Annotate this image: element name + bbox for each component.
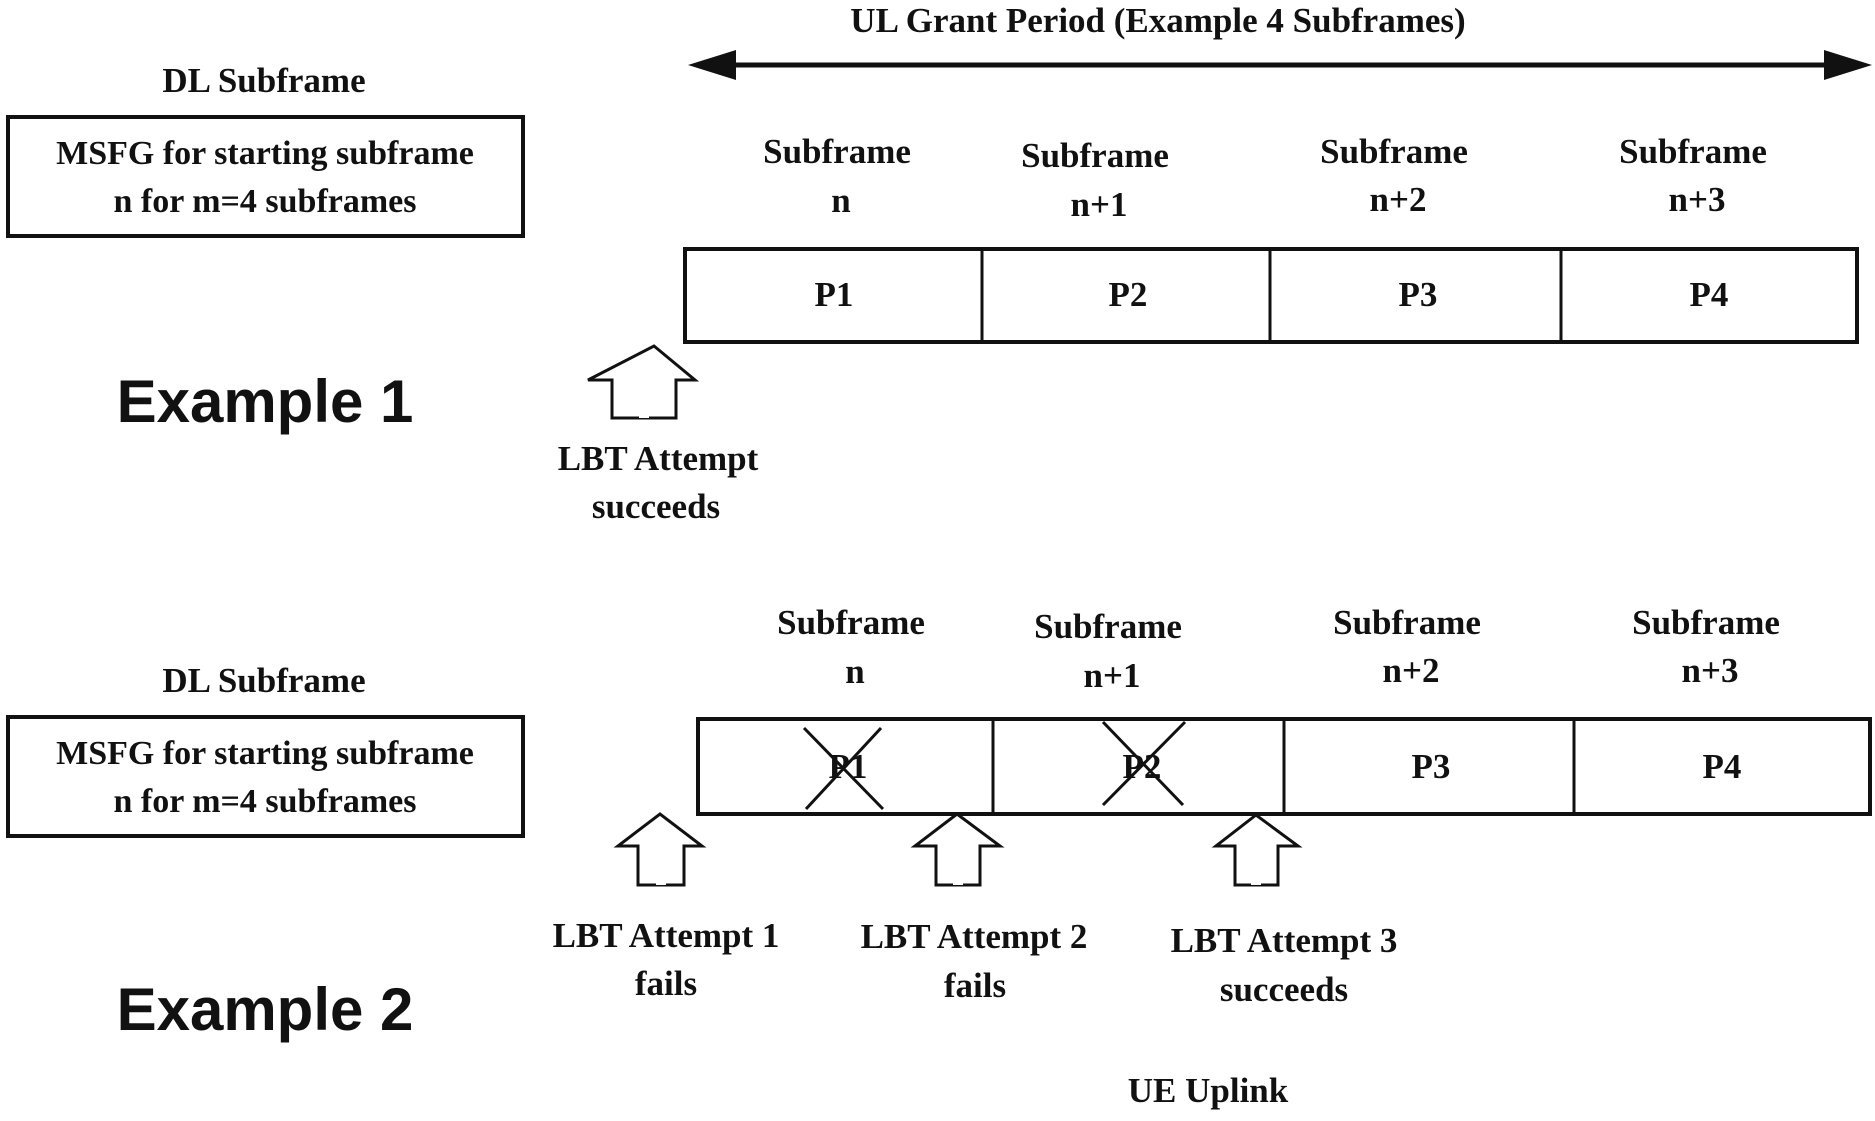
lbt-attempt: LBT Attempt 3 succeeds <box>1171 815 1398 1009</box>
dl-subframe-label: DL Subframe <box>162 61 365 100</box>
arrow-right-head-icon <box>1824 50 1872 80</box>
lbt-attempt-line1: LBT Attempt 2 <box>861 917 1088 956</box>
cell-p4-label: P4 <box>1703 747 1742 786</box>
subframe-header-line1: Subframe <box>1320 132 1468 171</box>
subframe-header-line2: n+2 <box>1383 651 1440 690</box>
lbt-attempt-line2: succeeds <box>1220 970 1348 1009</box>
ul-grant-period: UL Grant Period (Example 4 Subframes) <box>688 1 1872 80</box>
subframe-headers: Subframe n Subframe n+1 Subframe n+2 Sub… <box>777 603 1780 695</box>
lbt-attempt-line2: fails <box>635 964 697 1003</box>
subframe-header-line1: Subframe <box>1021 136 1169 175</box>
lbt-attempt-line1: LBT Attempt 1 <box>553 916 780 955</box>
cell-p4-label: P4 <box>1690 275 1729 314</box>
msfg-box: MSFG for starting subframe n for m=4 sub… <box>8 117 523 236</box>
cell-p3-label: P3 <box>1412 747 1451 786</box>
ue-uplink-label: UE Uplink <box>1128 1071 1289 1110</box>
subframe-header-line2: n+1 <box>1071 185 1128 224</box>
example-title: Example 2 <box>117 976 414 1043</box>
dl-subframe-label: DL Subframe <box>162 661 365 700</box>
subframe-headers: Subframe n Subframe n+1 Subframe n+2 Sub… <box>763 132 1767 224</box>
lbt-attempt: LBT Attempt 2 fails <box>861 814 1088 1005</box>
example-title: Example 1 <box>117 368 414 435</box>
msfg-box-line1: MSFG for starting subframe <box>56 735 474 772</box>
subframe-header-line1: Subframe <box>763 132 911 171</box>
lbt-attempt-line2: succeeds <box>592 487 720 526</box>
subframe-header-line1: n <box>845 652 864 691</box>
lbt-attempt: LBT Attempt 1 fails <box>553 814 780 1003</box>
example-2: DL Subframe MSFG for starting subframe n… <box>8 603 1870 1110</box>
cell-p1-label: P1 <box>815 275 854 314</box>
arrow-left-head-icon <box>688 50 736 80</box>
subframe-header-line2: n+1 <box>1084 656 1141 695</box>
msfg-box: MSFG for starting subframe n for m=4 sub… <box>8 717 523 836</box>
example-1: DL Subframe MSFG for starting subframe n… <box>8 61 1857 526</box>
cell-p2-label: P2 <box>1109 275 1148 314</box>
msfg-box-line2: n for m=4 subframes <box>113 183 416 220</box>
lbt-attempt: LBT Attempt succeeds <box>558 346 759 526</box>
cell-p3-label: P3 <box>1399 275 1438 314</box>
msfg-box-line1: MSFG for starting subframe <box>56 135 474 172</box>
uplink-subframe-row: P1 P2 P3 P4 <box>698 719 1870 814</box>
msfg-box-line2: n for m=4 subframes <box>113 783 416 820</box>
subframe-header-line2: n+2 <box>1370 180 1427 219</box>
subframe-header-line1: Subframe <box>1619 132 1767 171</box>
subframe-header-line1: Subframe <box>777 603 925 642</box>
subframe-header-line2: n+3 <box>1682 651 1739 690</box>
subframe-header-line1: Subframe <box>1632 603 1780 642</box>
lbt-attempt-line1: LBT Attempt <box>558 439 759 478</box>
subframe-header-line1: Subframe <box>1034 607 1182 646</box>
ul-grant-period-label: UL Grant Period (Example 4 Subframes) <box>850 1 1465 40</box>
subframe-header-line1: Subframe <box>1333 603 1481 642</box>
subframe-header-line2: n+3 <box>1669 180 1726 219</box>
lbt-attempt-line2: fails <box>944 966 1006 1005</box>
lbt-attempt-line1: LBT Attempt 3 <box>1171 921 1398 960</box>
uplink-subframe-row: P1 P2 P3 P4 <box>685 249 1857 342</box>
subframe-header-line2: n <box>831 181 850 220</box>
